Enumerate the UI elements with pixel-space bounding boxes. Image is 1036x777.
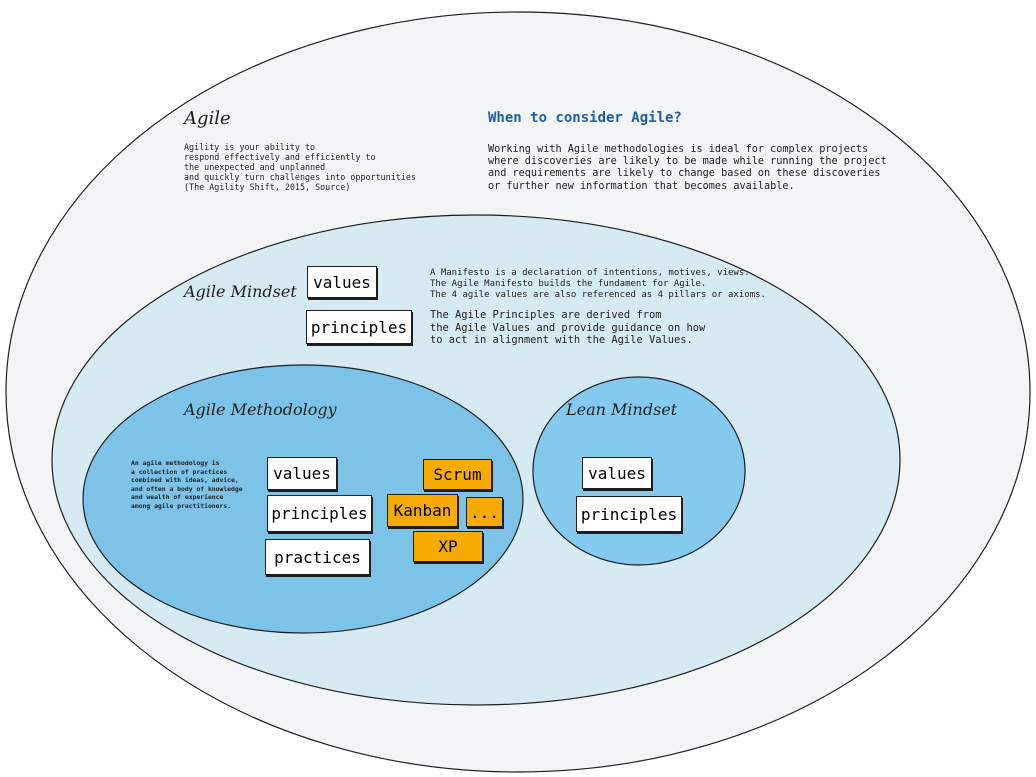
methodology-principles-box: principles xyxy=(267,495,372,532)
agile-methodology-title: Agile Methodology xyxy=(184,400,337,419)
lean-mindset-title: Lean Mindset xyxy=(566,400,678,419)
when-text: Working with Agile methodologies is idea… xyxy=(488,144,887,192)
lean-values-box: values xyxy=(582,457,652,489)
agile-title: Agile xyxy=(184,108,231,129)
scrum-box: Scrum xyxy=(423,459,492,490)
manifesto-text: A Manifesto is a declaration of intentio… xyxy=(430,268,766,300)
methodology-text: An agile methodology is a collection of … xyxy=(131,459,243,510)
lean-principles-box: principles xyxy=(576,496,682,532)
principles-text: The Agile Principles are derived from th… xyxy=(430,309,706,346)
agile-definition: Agility is your ability to respond effec… xyxy=(184,142,416,192)
methodology-practices-box: practices xyxy=(265,539,370,575)
methodology-values-box: values xyxy=(267,457,337,490)
mindset-principles-box: principles xyxy=(306,310,412,344)
when-title: When to consider Agile? xyxy=(488,110,682,126)
agile-mindset-title: Agile Mindset xyxy=(184,282,297,301)
kanban-box: Kanban xyxy=(387,494,458,527)
mindset-values-box: values xyxy=(307,266,377,298)
more-frameworks-box: ... xyxy=(466,497,503,527)
xp-box: XP xyxy=(413,531,483,562)
